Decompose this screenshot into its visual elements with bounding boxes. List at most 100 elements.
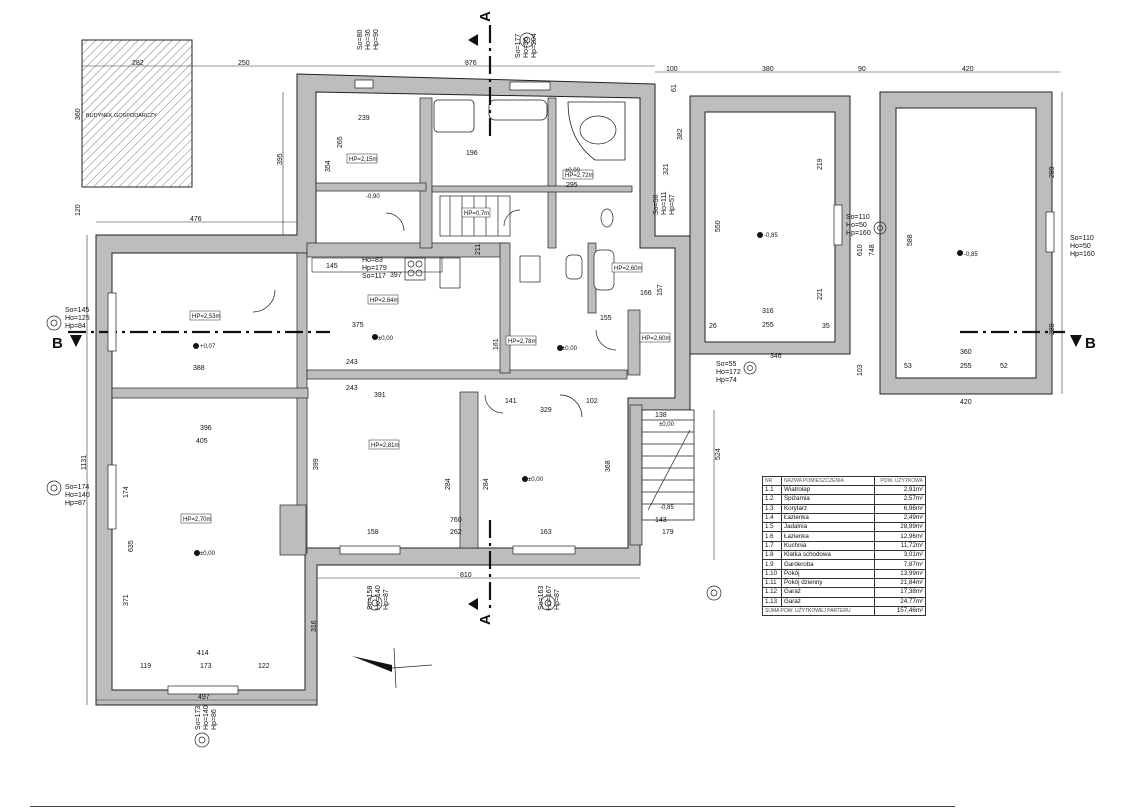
cell-area: 2,91m² xyxy=(874,484,926,496)
dim-524: 524 xyxy=(715,448,722,460)
win-top2-so: So=177 xyxy=(515,34,522,58)
win-bot1-hp: Hp=87 xyxy=(383,589,390,610)
outbuilding: BUDYNEK GOSPODARCZY xyxy=(81,39,193,188)
tag-room-110: HP=2,53m xyxy=(192,314,221,320)
cell-nr: 1.11 xyxy=(762,577,782,589)
cell-name: Korytarz xyxy=(781,503,875,514)
level-stairs: ±0,00 xyxy=(659,422,675,428)
dim-138: 138 xyxy=(655,412,667,419)
dim-282: 282 xyxy=(132,60,144,67)
level-bath: ±0,00 xyxy=(565,168,581,174)
win-left-top-hp: Hp=84 xyxy=(65,323,86,330)
dim-265: 265 xyxy=(337,136,344,148)
dim-371: 371 xyxy=(123,594,130,606)
win-bath-so: So=56 xyxy=(653,194,660,215)
dim-810: 810 xyxy=(460,572,472,579)
win-top1-hp: Hp=90 xyxy=(373,29,380,50)
window-openings xyxy=(107,79,1055,695)
win-hall-so: So=55 xyxy=(716,361,737,368)
cell-nr: 1.8 xyxy=(762,550,782,561)
win-bot1-ho: Ho=140 xyxy=(375,585,382,610)
dim-368: 368 xyxy=(605,460,612,472)
dim-295: 295 xyxy=(566,182,578,189)
level-dining: ±0,00 xyxy=(528,477,544,483)
dim-635: 635 xyxy=(128,540,135,552)
dim-414: 414 xyxy=(197,650,209,657)
cell-area: 7,87m² xyxy=(874,559,926,570)
dim-122: 122 xyxy=(258,663,270,670)
dim-102: 102 xyxy=(586,398,598,405)
cell-name: Garderoba xyxy=(781,559,875,570)
cell-name: Łazienka xyxy=(781,512,875,524)
dim-420: 420 xyxy=(962,66,974,73)
win-hall-ho: Ho=172 xyxy=(716,369,741,376)
dim-610: 610 xyxy=(857,244,864,256)
win-left-bot-ho: Ho=140 xyxy=(65,492,90,499)
cell-name: Pokój xyxy=(781,568,875,579)
win-kitchen-ho: Ho=83 xyxy=(362,257,383,264)
dim-329: 329 xyxy=(540,407,552,414)
win-mid-garage-hp: Hp=160 xyxy=(846,230,871,237)
section-line-a: A A xyxy=(468,11,494,625)
dim-26: 26 xyxy=(709,323,717,330)
page-bottom-rule xyxy=(30,806,955,807)
win-left-bot-so: So=174 xyxy=(65,484,89,491)
win-left-top-ho: Ho=125 xyxy=(65,315,90,322)
dim-100: 100 xyxy=(666,66,678,73)
dim-52: 52 xyxy=(1000,363,1008,370)
cell-name: Łazienka xyxy=(781,531,875,542)
tag-room-15: HP=2,81m xyxy=(371,443,400,449)
win-mid-garage-ho: Ho=50 xyxy=(846,222,867,229)
tag-room-13: HP=2,78m xyxy=(508,339,537,345)
dim-196: 196 xyxy=(466,150,478,157)
cell-nr: 1.13 xyxy=(762,596,782,607)
garage-112 xyxy=(689,95,851,355)
cell-nr: 1.7 xyxy=(762,540,782,552)
dim-360-garage: 360 xyxy=(960,349,972,356)
win-kitchen-hp: Hp=179 xyxy=(362,265,387,272)
total-value: 157,46m² xyxy=(874,605,926,617)
dim-284-b: 284 xyxy=(483,478,490,490)
level-entrance: -0,85 xyxy=(660,505,674,511)
section-b-left-label: B xyxy=(52,335,63,352)
win-hall-hp: Hp=74 xyxy=(716,377,737,384)
cell-name: Klatka schodowa xyxy=(781,550,875,561)
cell-name: Garaż xyxy=(781,596,875,607)
dim-158: 158 xyxy=(367,529,379,536)
dim-420-bottom: 420 xyxy=(960,399,972,406)
dim-250: 250 xyxy=(238,60,250,67)
win-left-bot-hp: Hp=87 xyxy=(65,500,86,507)
interior-walls xyxy=(111,97,643,556)
win-garage-ho: Ho=50 xyxy=(1070,243,1091,250)
dim-316-side: 316 xyxy=(311,620,318,632)
tag-room-19: HP=2,15m xyxy=(349,157,378,163)
cell-area: 11,72m² xyxy=(874,540,926,552)
cell-name: Jadalnia xyxy=(781,522,875,533)
window-specs: So=145 Ho=125 Hp=84 So=174 Ho=140 Hp=87 … xyxy=(65,29,1095,730)
dim-119: 119 xyxy=(140,663,151,670)
dim-239: 239 xyxy=(358,115,370,122)
dim-397: 397 xyxy=(390,272,402,279)
level-living: ±0,00 xyxy=(200,551,216,557)
dim-174: 174 xyxy=(123,486,130,498)
kitchen-fixtures xyxy=(311,257,461,289)
tag-room-16: HP=2,72m xyxy=(565,173,594,179)
level-pantry: -0,90 xyxy=(366,194,380,200)
win-top1-so: So=80 xyxy=(357,29,364,50)
cell-area: 24,77m² xyxy=(874,596,926,607)
dim-284-a: 284 xyxy=(445,478,452,490)
win-bath-ho: Ho=111 xyxy=(661,191,668,215)
cell-name: Wiatrołap xyxy=(781,484,875,496)
section-a-top-label: A xyxy=(477,11,494,22)
dim-166: 166 xyxy=(640,290,652,297)
cell-nr: 1.12 xyxy=(762,587,782,598)
dim-221: 221 xyxy=(817,288,824,300)
win-top1-ho: Ho=36 xyxy=(365,29,372,50)
dim-405: 405 xyxy=(196,438,208,445)
